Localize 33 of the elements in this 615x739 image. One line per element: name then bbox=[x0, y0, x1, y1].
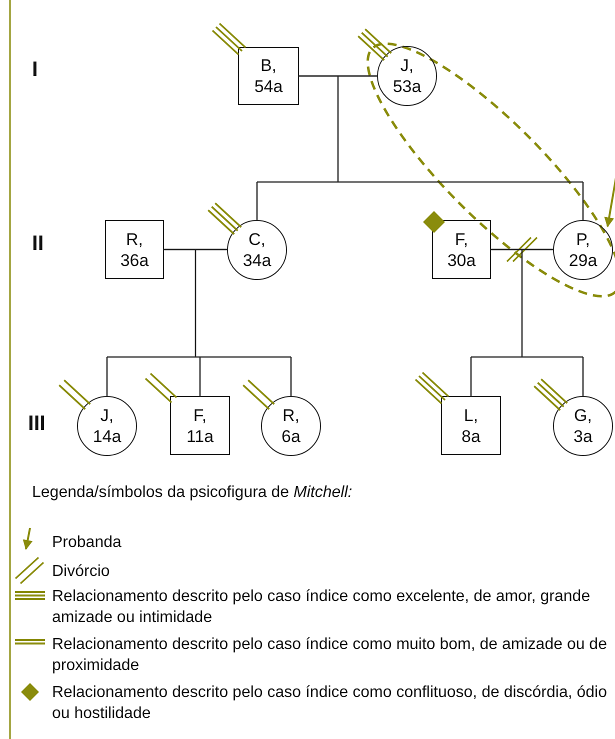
person-label: C, 34a bbox=[242, 229, 272, 271]
male-square bbox=[441, 396, 501, 455]
legend-title: Legenda/símbolos da psicofigura de Mitchell: bbox=[32, 483, 354, 503]
male-square bbox=[238, 47, 299, 105]
female-circle bbox=[553, 396, 613, 456]
person-label: R, 6a bbox=[282, 405, 300, 447]
descent-line bbox=[106, 248, 292, 397]
male-square bbox=[105, 220, 164, 279]
legend-text: Relacionamento descrito pelo caso índice como excelente, de amor, grande amizade ou intimidade bbox=[52, 587, 592, 628]
person-label: B, 54a bbox=[254, 55, 283, 97]
female-circle bbox=[553, 220, 613, 280]
female-circle bbox=[377, 46, 437, 106]
descent-line bbox=[256, 75, 584, 221]
person-label: L, 8a bbox=[462, 404, 480, 446]
descent-line bbox=[470, 248, 584, 397]
person-label: F, 11a bbox=[186, 404, 214, 446]
generation-numeral: I bbox=[32, 58, 38, 82]
legend-text: Relacionamento descrito pelo caso índice como muito bom, de amizade ou de proximidade bbox=[52, 635, 608, 676]
legend-text: Relacionamento descrito pelo caso índice como conflituoso, de discórdia, ódio ou hostilidade bbox=[52, 683, 608, 724]
person-label: G, 3a bbox=[574, 405, 592, 447]
person-label: J, 53a bbox=[392, 55, 422, 97]
generation-numeral: III bbox=[28, 412, 46, 436]
person-label: J, 14a bbox=[92, 405, 122, 447]
legend-text: Probanda bbox=[52, 533, 122, 553]
female-circle bbox=[77, 396, 137, 456]
person-label: R, 36a bbox=[120, 228, 149, 270]
female-circle bbox=[261, 396, 321, 456]
male-square bbox=[170, 396, 230, 455]
person-label: F, 30a bbox=[447, 228, 476, 270]
female-circle bbox=[227, 220, 287, 280]
generation-numeral: II bbox=[32, 232, 44, 256]
legend-text: Divórcio bbox=[52, 562, 111, 582]
person-label: P, 29a bbox=[568, 229, 598, 271]
